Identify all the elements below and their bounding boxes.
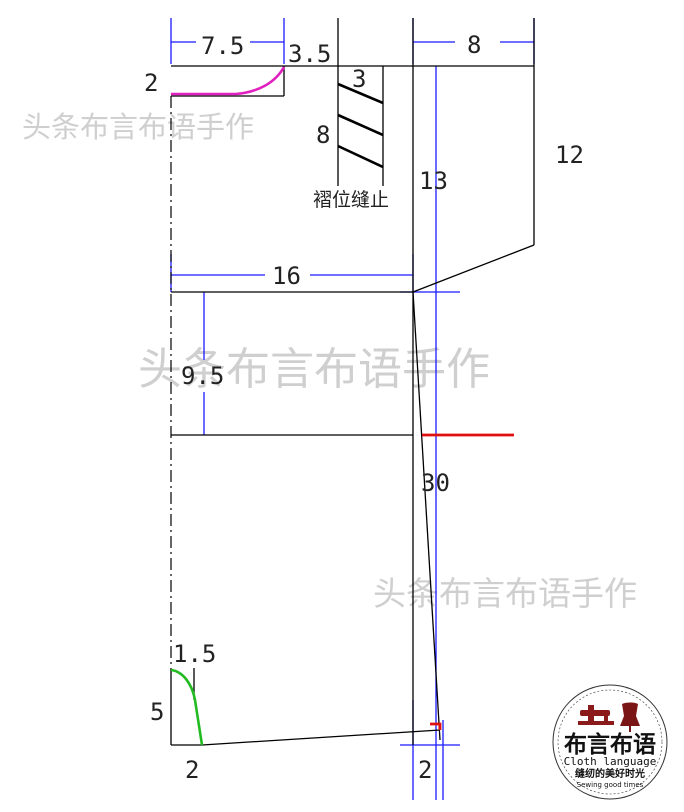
pattern-outline bbox=[170, 18, 535, 746]
label-front-width: 8 bbox=[467, 31, 481, 59]
label-pleat-stop-note: 褶位缝止 bbox=[313, 189, 389, 211]
label-front-side-height: 12 bbox=[555, 141, 584, 169]
logo-english: Cloth language bbox=[564, 755, 657, 768]
label-hem-right: 2 bbox=[418, 756, 432, 784]
label-outseam: 30 bbox=[421, 469, 450, 497]
label-top-width: 7.5 bbox=[201, 32, 244, 60]
logo-tagline: Sewing good times bbox=[577, 781, 644, 789]
sewing-machine-icon bbox=[578, 705, 614, 725]
label-pleat-length: 8 bbox=[316, 121, 330, 149]
logo-slogan: 缝纫的美好时光 bbox=[575, 767, 645, 780]
neck-curve bbox=[171, 66, 286, 96]
label-hip-width: 16 bbox=[272, 262, 301, 290]
label-pleat-width: 3 bbox=[352, 65, 366, 93]
label-crotch-depth: 13 bbox=[419, 167, 448, 195]
right-angle-marker bbox=[430, 722, 442, 730]
dress-form-icon bbox=[620, 702, 640, 732]
label-hem-left: 2 bbox=[185, 756, 199, 784]
label-top-depth: 2 bbox=[144, 69, 158, 97]
watermark-lower: 头条布言布语手作 bbox=[373, 574, 637, 613]
label-hip-depth: 9.5 bbox=[181, 362, 224, 390]
brand-logo: 布言布语 Cloth language 缝纫的美好时光 Sewing good … bbox=[552, 684, 668, 800]
logo-name: 布言布语 bbox=[564, 731, 656, 758]
pleat-marks bbox=[337, 82, 384, 169]
label-neck-curve-width: 3.5 bbox=[288, 40, 331, 68]
watermark-small: 头条布言布语手作 bbox=[22, 110, 254, 144]
label-hem-curve-width: 1.5 bbox=[173, 640, 216, 668]
hem-curve bbox=[170, 668, 204, 746]
label-hem-curve-height: 5 bbox=[150, 698, 164, 726]
watermark-large: 头条布言布语手作 bbox=[138, 344, 490, 395]
